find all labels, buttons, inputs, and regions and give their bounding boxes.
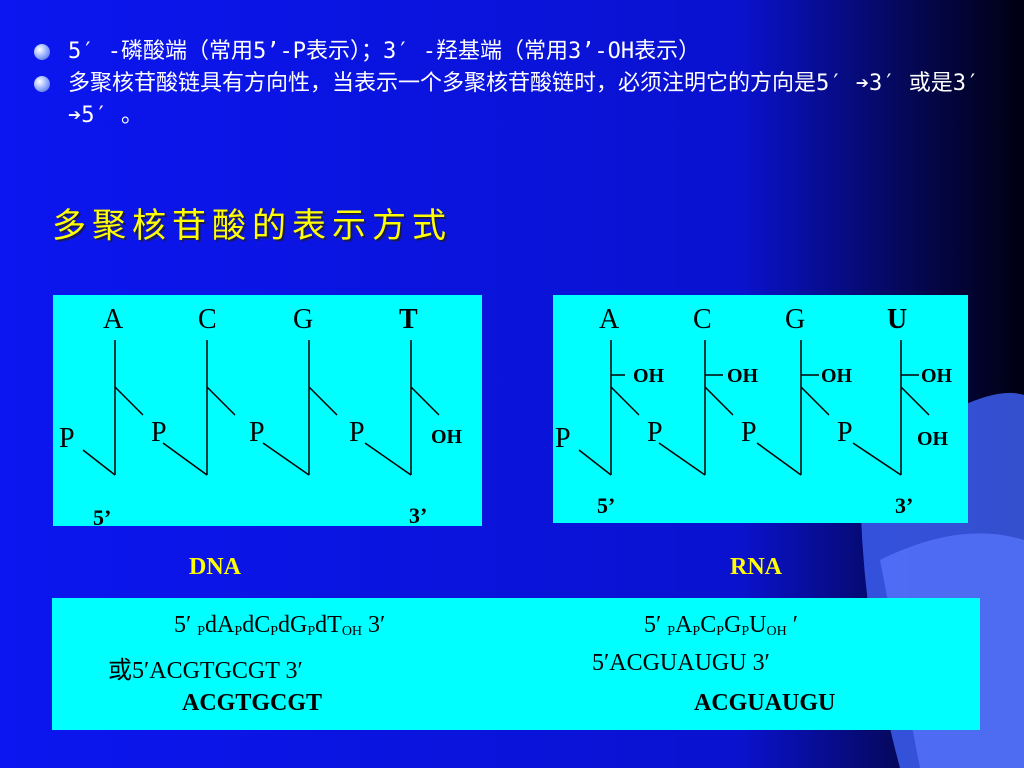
base-label: T [399, 304, 418, 335]
base-label: A [599, 304, 620, 335]
sequence-token: A [675, 612, 693, 638]
phosphate-label: P [59, 423, 75, 454]
sequence-notation-box: 5′ PdAPdCPdGPdTOH 3′ 或5′ACGTGCGT 3′ ACGT… [52, 598, 980, 730]
rna-sequence-alt: 5′ACGUAUGU 3′ [592, 650, 770, 676]
base-label: G [293, 304, 313, 335]
hydroxyl-label: OH [727, 365, 759, 387]
sequence-token: C [700, 612, 717, 638]
phosphate-label: P [647, 417, 663, 448]
hydroxyl-label: OH [821, 365, 853, 387]
dna-sequence-alt: 或5′ACGTGCGT 3′ [108, 658, 303, 684]
section-heading: 多聚核苷酸的表示方式 [52, 206, 452, 246]
rna-sequence-full: 5′ PAPCPGPUOH ′ [644, 612, 798, 640]
base-label: G [785, 304, 805, 335]
sequence-prefix: 5′ [174, 612, 192, 638]
sequence-token: ′ [786, 612, 798, 638]
five-prime-label: 5’ [93, 505, 111, 526]
phosphate-label: P [555, 423, 571, 454]
sequence-subscript: P [270, 624, 278, 639]
sequence-token: dC [242, 612, 271, 638]
five-prime-label: 5’ [597, 493, 615, 518]
sequence-subscript: OH [766, 624, 787, 639]
sequence-subscript: P [197, 624, 206, 639]
dna-sequence-full: 5′ PdAPdCPdGPdTOH 3′ [174, 612, 385, 640]
phosphate-label: P [837, 417, 853, 448]
sequence-token: 3′ [362, 612, 386, 638]
sequence-token: dT [315, 612, 342, 638]
bullet-list: 5′ -磷酸端（常用5’-P表示）；3′ -羟基端（常用3’-OH表示） 多聚核… [34, 36, 1014, 132]
bullet-dot-icon [34, 76, 50, 92]
rna-structure-panel: A C G U P P P P OH OH OH OH OH 5’ 3’ [553, 295, 968, 523]
three-prime-label: 3’ [895, 493, 913, 518]
sequence-prefix: 5′ [644, 612, 662, 638]
bullet-text: 多聚核苷酸链具有方向性，当表示一个多聚核苷酸链时，必须注明它的方向是5′ ➔3′… [68, 71, 993, 128]
phosphate-label: P [151, 417, 167, 448]
bullet-item: 5′ -磷酸端（常用5’-P表示）；3′ -羟基端（常用3’-OH表示） [34, 36, 1014, 68]
sequence-token: dA [205, 612, 235, 638]
bullet-dot-icon [34, 44, 50, 60]
dna-backbone-diagram: A C G T P P P P OH 5’ 3’ [59, 304, 463, 526]
hydroxyl-label: OH [431, 426, 463, 448]
sequence-token: U [749, 612, 767, 638]
dna-label: DNA [189, 554, 241, 580]
sequence-subscript: P [692, 624, 701, 639]
base-label: U [887, 304, 907, 335]
dna-structure-panel: A C G T P P P P OH 5’ 3’ [53, 295, 482, 526]
phosphate-label: P [349, 417, 365, 448]
phosphate-label: P [741, 417, 757, 448]
bullet-text: 5′ -磷酸端（常用5’-P表示）；3′ -羟基端（常用3’-OH表示） [68, 39, 701, 64]
rna-backbone-diagram: A C G U P P P P OH OH OH OH OH 5’ 3’ [555, 304, 953, 518]
sequence-subscript: P [234, 624, 243, 639]
bullet-item: 多聚核苷酸链具有方向性，当表示一个多聚核苷酸链时，必须注明它的方向是5′ ➔3′… [34, 68, 1014, 132]
sequence-subscript: P [716, 624, 724, 639]
hydroxyl-label: OH [917, 428, 949, 450]
sequence-token: dG [278, 612, 308, 638]
phosphate-label: P [249, 417, 265, 448]
base-label: C [693, 304, 712, 335]
hydroxyl-label: OH [921, 365, 953, 387]
rna-label: RNA [730, 554, 782, 580]
sequence-subscript: P [667, 624, 676, 639]
base-label: A [103, 304, 124, 335]
sequence-subscript: OH [341, 624, 363, 639]
hydroxyl-label: OH [633, 365, 665, 387]
three-prime-label: 3’ [409, 503, 427, 526]
sequence-token: G [724, 612, 742, 638]
sequence-subscript: P [741, 624, 750, 639]
dna-sequence-short: ACGTGCGT [182, 690, 323, 716]
rna-sequence-short: ACGUAUGU [694, 690, 836, 716]
sequence-subscript: P [307, 624, 316, 639]
base-label: C [198, 304, 217, 335]
